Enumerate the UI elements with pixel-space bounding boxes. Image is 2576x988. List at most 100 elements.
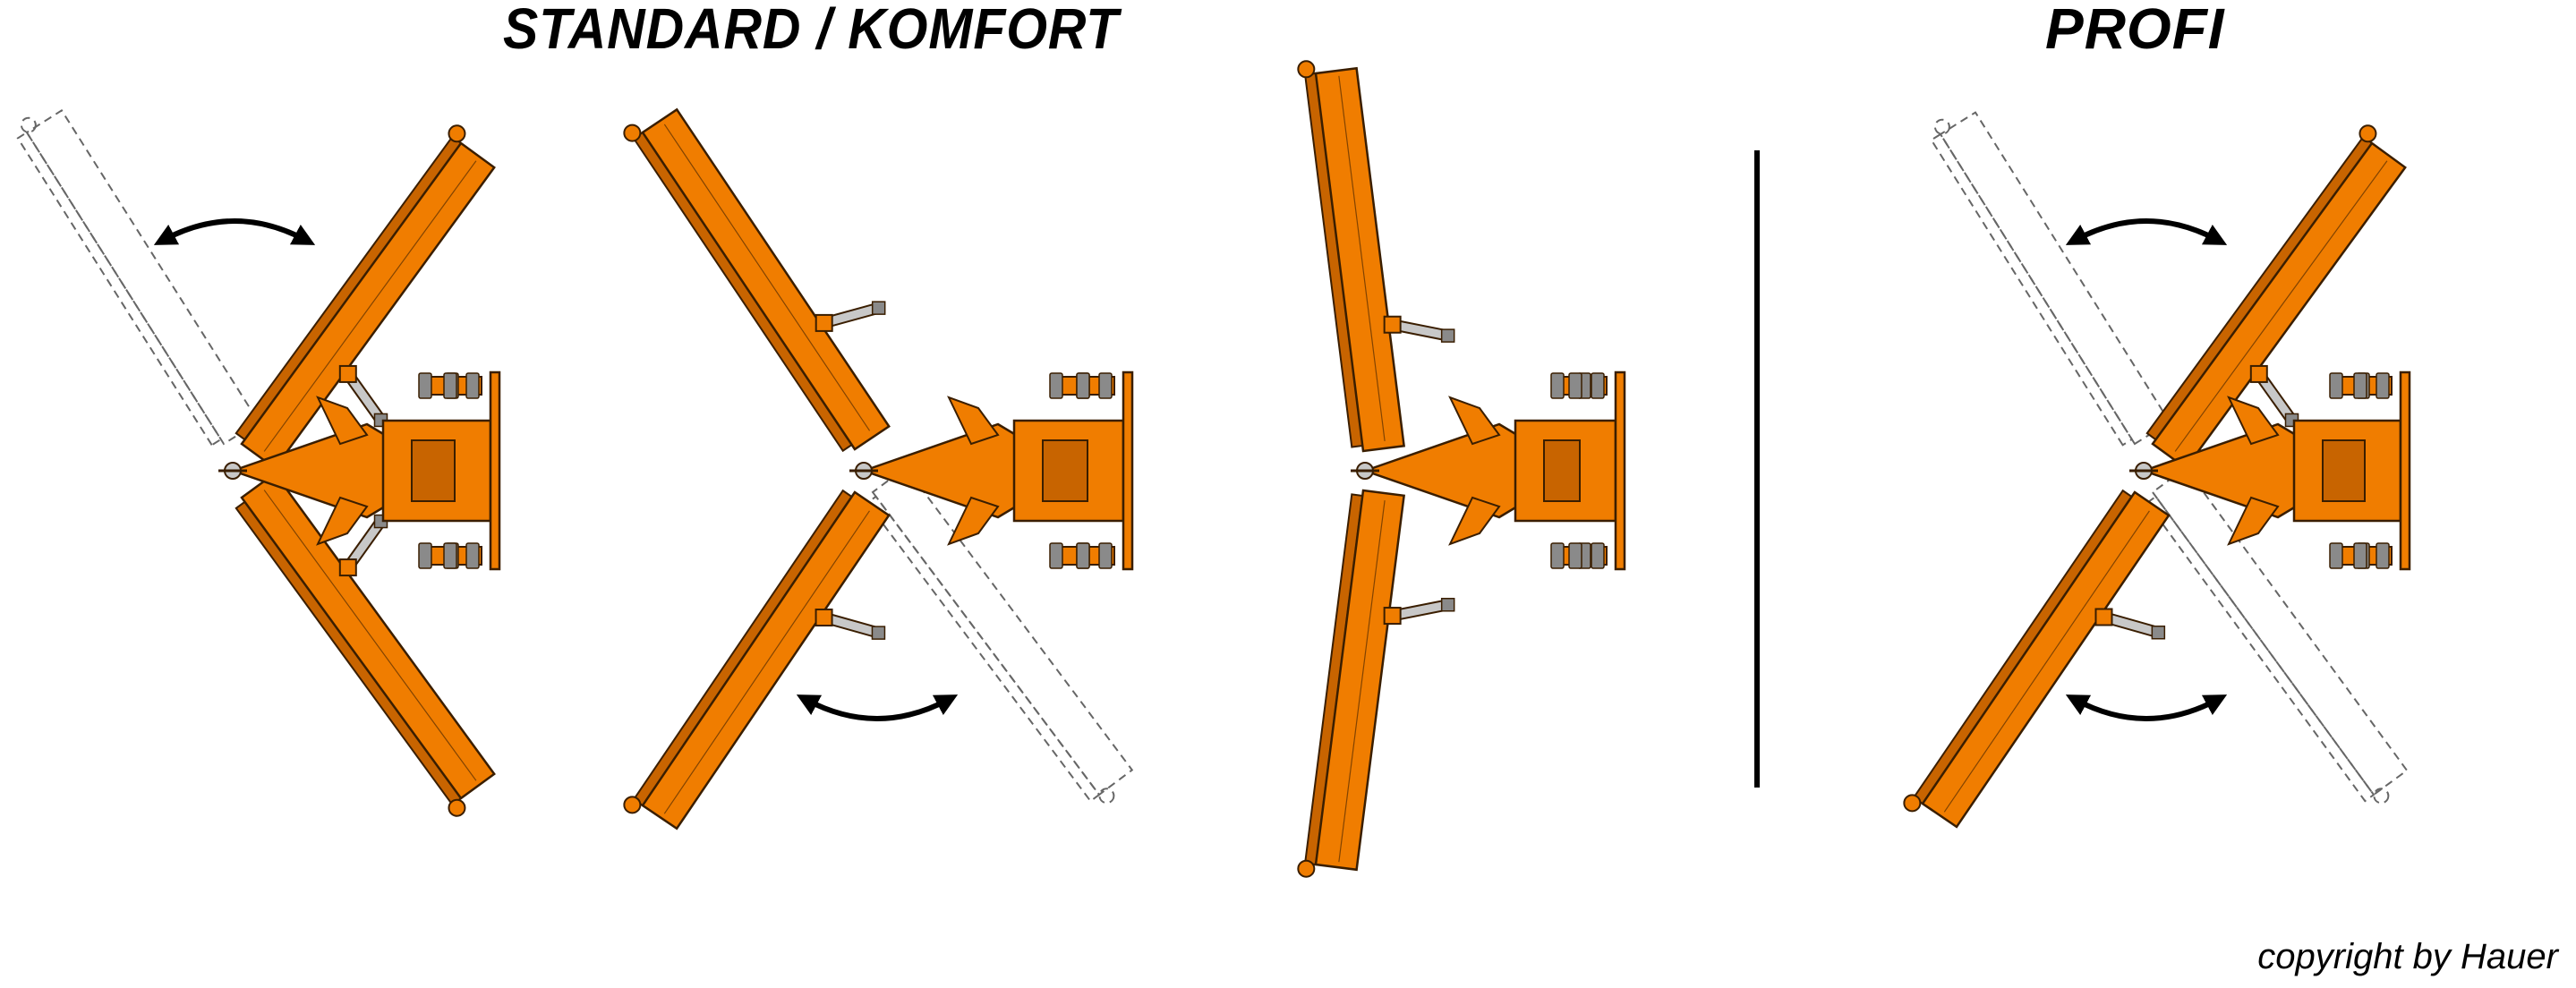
blade-end-marker (448, 124, 466, 143)
mounting-plate (1122, 370, 1134, 571)
mount-inner (1543, 439, 1581, 502)
mount-inner (2322, 439, 2366, 502)
ghost-blade-lip (866, 495, 1101, 803)
blade-body (1314, 489, 1405, 872)
mount-open-v (849, 370, 1134, 571)
blade-body (641, 490, 891, 830)
ghost-blade-body (25, 109, 260, 446)
bolt (418, 542, 432, 569)
ram-bracket (338, 364, 357, 383)
blade-lip (1912, 489, 2133, 805)
double-curved-arrow-icon (796, 694, 959, 721)
ram-bolt (871, 301, 886, 315)
ghost-blade-marker (1933, 118, 1950, 135)
ghost-blade-marker (2373, 788, 2390, 805)
ghost-blade-lip (1930, 132, 2134, 447)
bolt (465, 542, 480, 569)
ram-bracket (2094, 608, 2113, 626)
blade-crease (1338, 75, 1386, 441)
ram-bracket (815, 609, 833, 627)
blade-lip (632, 131, 854, 453)
double-curved-arrow-icon (2065, 694, 2228, 721)
ram-bolt (1440, 598, 1455, 612)
mount-wing-top (2227, 396, 2280, 446)
bolt (1550, 542, 1565, 569)
ghost-blade-lip (16, 131, 223, 447)
double-curved-arrow-icon (153, 218, 316, 245)
bolt (1568, 372, 1582, 399)
ghost-blade-body (1939, 111, 2171, 446)
mount-inner (1042, 439, 1088, 502)
ram-bracket (2249, 364, 2268, 383)
blade-body (641, 107, 891, 451)
blade-crease (263, 160, 477, 452)
mounting-plate (1614, 370, 1626, 571)
bolt (443, 542, 457, 569)
blade-end-marker (1297, 60, 1316, 79)
mount-profi (2129, 370, 2411, 571)
mount-wing-bottom (947, 496, 1000, 546)
bolt (1098, 542, 1113, 569)
blade-lower (1903, 489, 2171, 829)
ghost-blade-marker (1098, 788, 1115, 805)
bolt (1076, 372, 1090, 399)
mount-wing-top (1448, 396, 1501, 446)
blade-body (2151, 141, 2407, 470)
blade-body (1921, 490, 2171, 829)
blade-end-marker (2358, 124, 2377, 143)
mount-frame (860, 422, 1018, 519)
hydraulic-ram-rod (820, 303, 883, 328)
mount-layer (218, 370, 2411, 571)
mount-wing-bottom (2227, 496, 2280, 546)
ram-bracket (1383, 315, 1402, 334)
mount-straight (1351, 370, 1626, 571)
mount-wing-top (316, 396, 369, 446)
blade-body (1314, 66, 1405, 453)
blade-crease (2174, 160, 2388, 452)
mount-wing-top (947, 396, 1000, 446)
blade-lower (1297, 489, 1455, 878)
mount-housing (381, 419, 492, 523)
blade-end-marker (623, 796, 642, 814)
hydraulic-ram-rod (820, 613, 883, 637)
bolt (1568, 542, 1582, 569)
mount-wing-bottom (1448, 496, 1501, 546)
mounting-plate (489, 370, 501, 571)
ram-bolt (1440, 328, 1455, 343)
ghost-blade-marker (20, 116, 37, 133)
hydraulic-ram-rod (1388, 600, 1453, 620)
bolt (465, 372, 480, 399)
blade-crease (1338, 500, 1386, 863)
ram-bolt (871, 626, 886, 640)
mounting-plate (2399, 370, 2411, 571)
ghost-blade-lip (2145, 495, 2376, 803)
bolt (2376, 372, 2390, 399)
blade-crease (663, 124, 871, 431)
ram-bracket (815, 313, 833, 332)
bolt (1550, 372, 1565, 399)
ghost-blade-upper (1930, 111, 2171, 447)
arrow-layer (153, 218, 2228, 721)
heading-standard-komfort: STANDARD / KOMFORT (503, 0, 1120, 61)
bolt (1591, 372, 1605, 399)
double-curved-arrow-icon (2065, 218, 2228, 245)
blade-end-marker (448, 798, 466, 817)
blade-crease (263, 490, 477, 781)
bolt (2329, 542, 2343, 569)
blade-upper (623, 107, 891, 453)
bolt (443, 372, 457, 399)
blade-upper (235, 124, 496, 470)
ram-bolt (2151, 625, 2166, 640)
blade-lower (235, 472, 496, 817)
hydraulic-ram-rod (2099, 613, 2162, 637)
bolt (1076, 542, 1090, 569)
bolt (1098, 372, 1113, 399)
blade-end-marker (1903, 794, 1922, 813)
bolt (1049, 372, 1063, 399)
blade-upper (2145, 124, 2407, 470)
mount-closed-v (218, 370, 501, 571)
heading-profi: PROFI (2045, 0, 2225, 61)
mount-inner (411, 439, 456, 502)
bolt (2353, 542, 2367, 569)
